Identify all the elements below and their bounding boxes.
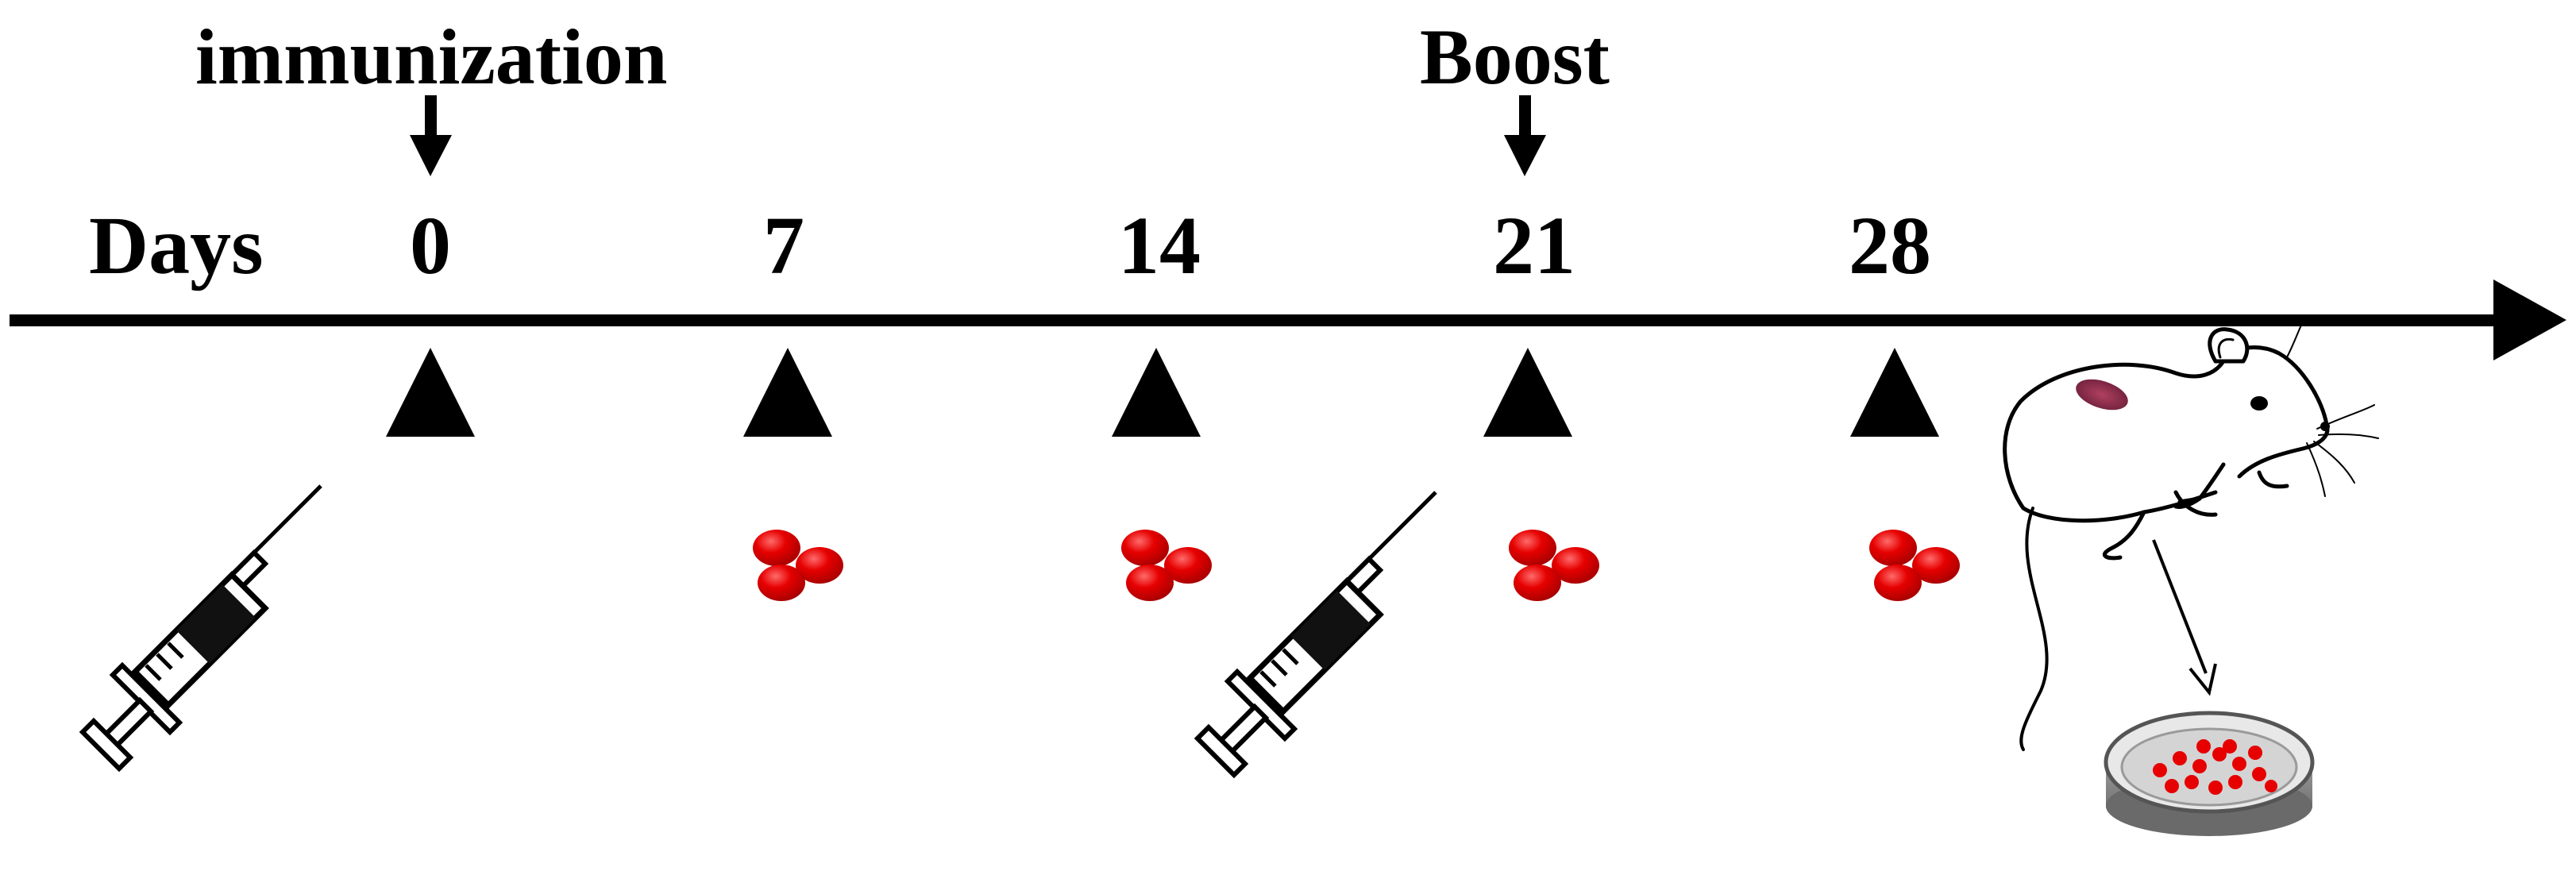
syringe-icon: [83, 486, 321, 769]
day-marker-0: [386, 348, 475, 437]
day-marker-14: [1112, 348, 1201, 437]
timeline-axis-arrow: [10, 279, 2566, 360]
immunization-label: immunization: [195, 13, 668, 101]
boost-arrow-icon: [1504, 95, 1546, 176]
boost-label: Boost: [1420, 13, 1610, 101]
blood-drops-icon: [1869, 530, 1960, 601]
day-label-14: 14: [1118, 200, 1201, 291]
immunization-arrow-icon: [410, 95, 452, 176]
day-marker-21: [1483, 348, 1572, 437]
day-marker-7: [743, 348, 832, 437]
petri-dish-icon: [2104, 711, 2315, 836]
tissue-icon: [2076, 379, 2128, 411]
sample-arrow-icon: [2152, 539, 2217, 696]
mouse-icon: [2003, 321, 2379, 751]
day-label-28: 28: [1849, 200, 1931, 291]
blood-drops-icon: [753, 530, 843, 601]
day-label-7: 7: [763, 200, 804, 291]
days-axis-label: Days: [89, 200, 264, 291]
day-label-0: 0: [410, 200, 451, 291]
day-marker-28: [1850, 348, 1939, 437]
blood-drops-icon: [1509, 530, 1599, 601]
day-label-21: 21: [1493, 200, 1575, 291]
blood-drops-icon: [1121, 530, 1212, 601]
syringe-icon: [1197, 492, 1436, 775]
